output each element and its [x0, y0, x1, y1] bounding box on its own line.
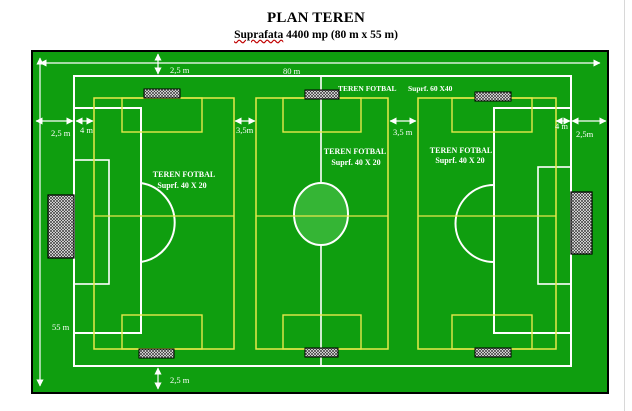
goal-top-center [304, 89, 340, 100]
label-center-field-name: TEREN FOTBAL [324, 147, 386, 156]
label-right-field-name: TEREN FOTBAL [430, 146, 492, 155]
page-subtitle: Suprafata 4400 mp (80 m x 55 m) [0, 29, 632, 41]
subtitle-dimensions: 4400 mp (80 m x 55 m) [283, 29, 398, 41]
label-total-width: 55 m [52, 322, 70, 332]
label-margin-right: 2,5m [576, 129, 594, 139]
page-header: PLAN TEREN Suprafata 4400 mp (80 m x 55 … [0, 0, 632, 48]
goal-large-left [47, 194, 75, 259]
label-left-field-name: TEREN FOTBAL [153, 170, 215, 179]
center-circle [293, 182, 349, 246]
subtitle-area-word: Suprafata [234, 29, 284, 41]
goal-bottom-right [474, 347, 512, 358]
label-large-field-size: Suprf. 60 X40 [408, 84, 453, 93]
label-gap-right: 3,5 m [393, 127, 413, 137]
label-goal-offset-right: 4 m [555, 121, 568, 131]
goal-bottom-center [304, 347, 339, 358]
page-edge [624, 0, 625, 411]
goal-top-right [474, 91, 512, 102]
label-margin-left: 2,5 m [51, 128, 71, 138]
label-total-length: 80 m [283, 66, 301, 76]
label-goal-offset-left: 4 m [80, 125, 93, 135]
goal-large-right [570, 191, 593, 255]
page-title: PLAN TEREN [267, 10, 365, 26]
label-large-field-name: TEREN FOTBAL [338, 84, 397, 93]
right-penalty-arc [454, 184, 495, 263]
label-margin-bottom: 2,5 m [170, 375, 190, 385]
left-penalty-arc [140, 182, 176, 263]
label-center-field-size: Suprf. 40 X 20 [331, 158, 380, 167]
label-margin-top: 2,5 m [170, 65, 190, 75]
label-right-field-size: Suprf. 40 X 20 [435, 156, 484, 165]
label-left-field-size: Suprf. 40 X 20 [157, 181, 206, 190]
goal-top-left [143, 88, 181, 99]
goal-bottom-left [138, 348, 175, 359]
label-gap-left: 3,5m [236, 125, 254, 135]
